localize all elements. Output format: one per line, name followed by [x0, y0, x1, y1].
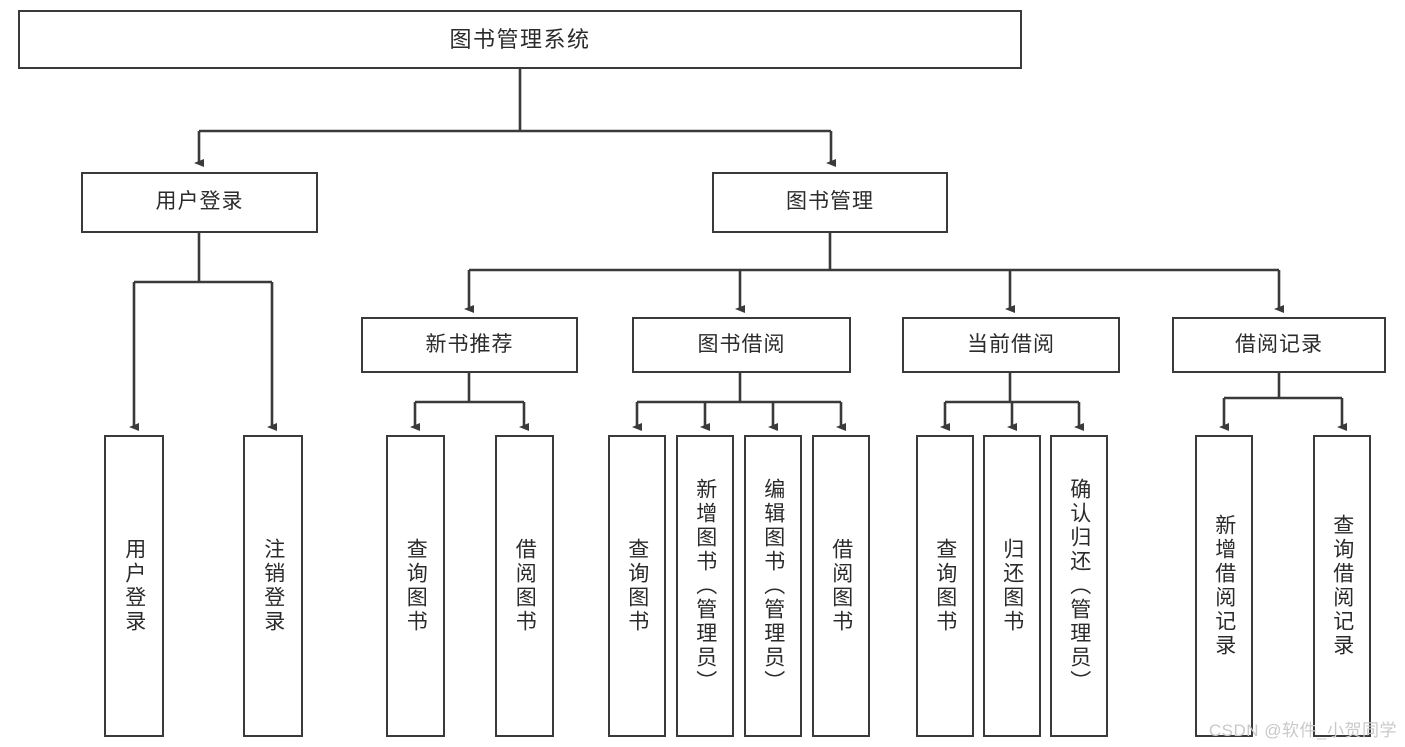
node-label: 确认归还（管理员）	[1067, 478, 1091, 694]
node-label: 查询图书	[404, 538, 428, 634]
node-label: 新增借阅记录	[1212, 514, 1236, 658]
leaf-current-borrow-query-book[interactable]: 查询图书	[916, 435, 974, 737]
node-current-borrow[interactable]: 当前借阅	[902, 317, 1120, 373]
node-label: 借阅图书	[829, 538, 853, 634]
node-label: 归还图书	[1000, 538, 1024, 634]
leaf-borrow-record-add-record[interactable]: 新增借阅记录	[1195, 435, 1253, 737]
leaf-book-borrow-add-book-admin[interactable]: 新增图书（管理员）	[676, 435, 734, 737]
node-user-login[interactable]: 用户登录	[81, 172, 318, 233]
leaf-borrow-record-query-record[interactable]: 查询借阅记录	[1313, 435, 1371, 737]
node-label: 编辑图书（管理员）	[761, 478, 785, 694]
node-new-book-recommend[interactable]: 新书推荐	[361, 317, 578, 373]
leaf-current-borrow-confirm-return-admin[interactable]: 确认归还（管理员）	[1050, 435, 1108, 737]
leaf-new-book-borrow-book[interactable]: 借阅图书	[495, 435, 554, 737]
node-label: 图书借阅	[697, 332, 786, 356]
node-label: 注销登录	[261, 538, 285, 634]
leaf-user-login-login[interactable]: 用户登录	[104, 435, 164, 737]
node-label: 查询图书	[625, 538, 649, 634]
node-book-borrow[interactable]: 图书借阅	[632, 317, 851, 373]
csdn-watermark: CSDN @软件_小贺同学	[1208, 721, 1397, 740]
node-label: 借阅图书	[513, 538, 537, 634]
node-borrow-record[interactable]: 借阅记录	[1172, 317, 1386, 373]
node-label: 用户登录	[122, 538, 146, 634]
node-label: 图书管理系统	[449, 26, 591, 52]
node-label: 新增图书（管理员）	[693, 478, 717, 694]
node-label: 图书管理	[786, 190, 874, 214]
leaf-new-book-query-book[interactable]: 查询图书	[386, 435, 445, 737]
node-label: 查询借阅记录	[1330, 514, 1354, 658]
node-label: 当前借阅	[967, 332, 1055, 356]
leaf-book-borrow-edit-book-admin[interactable]: 编辑图书（管理员）	[744, 435, 802, 737]
leaf-user-login-logout[interactable]: 注销登录	[243, 435, 303, 737]
leaf-book-borrow-query-book[interactable]: 查询图书	[608, 435, 666, 737]
leaf-book-borrow-borrow-book[interactable]: 借阅图书	[812, 435, 870, 737]
node-label: 借阅记录	[1235, 332, 1323, 356]
node-label: 新书推荐	[425, 332, 514, 356]
leaf-current-borrow-return-book[interactable]: 归还图书	[983, 435, 1041, 737]
node-book-management[interactable]: 图书管理	[712, 172, 948, 233]
node-label: 查询图书	[933, 538, 957, 634]
node-label: 用户登录	[155, 190, 244, 214]
node-root-system[interactable]: 图书管理系统	[18, 10, 1022, 69]
